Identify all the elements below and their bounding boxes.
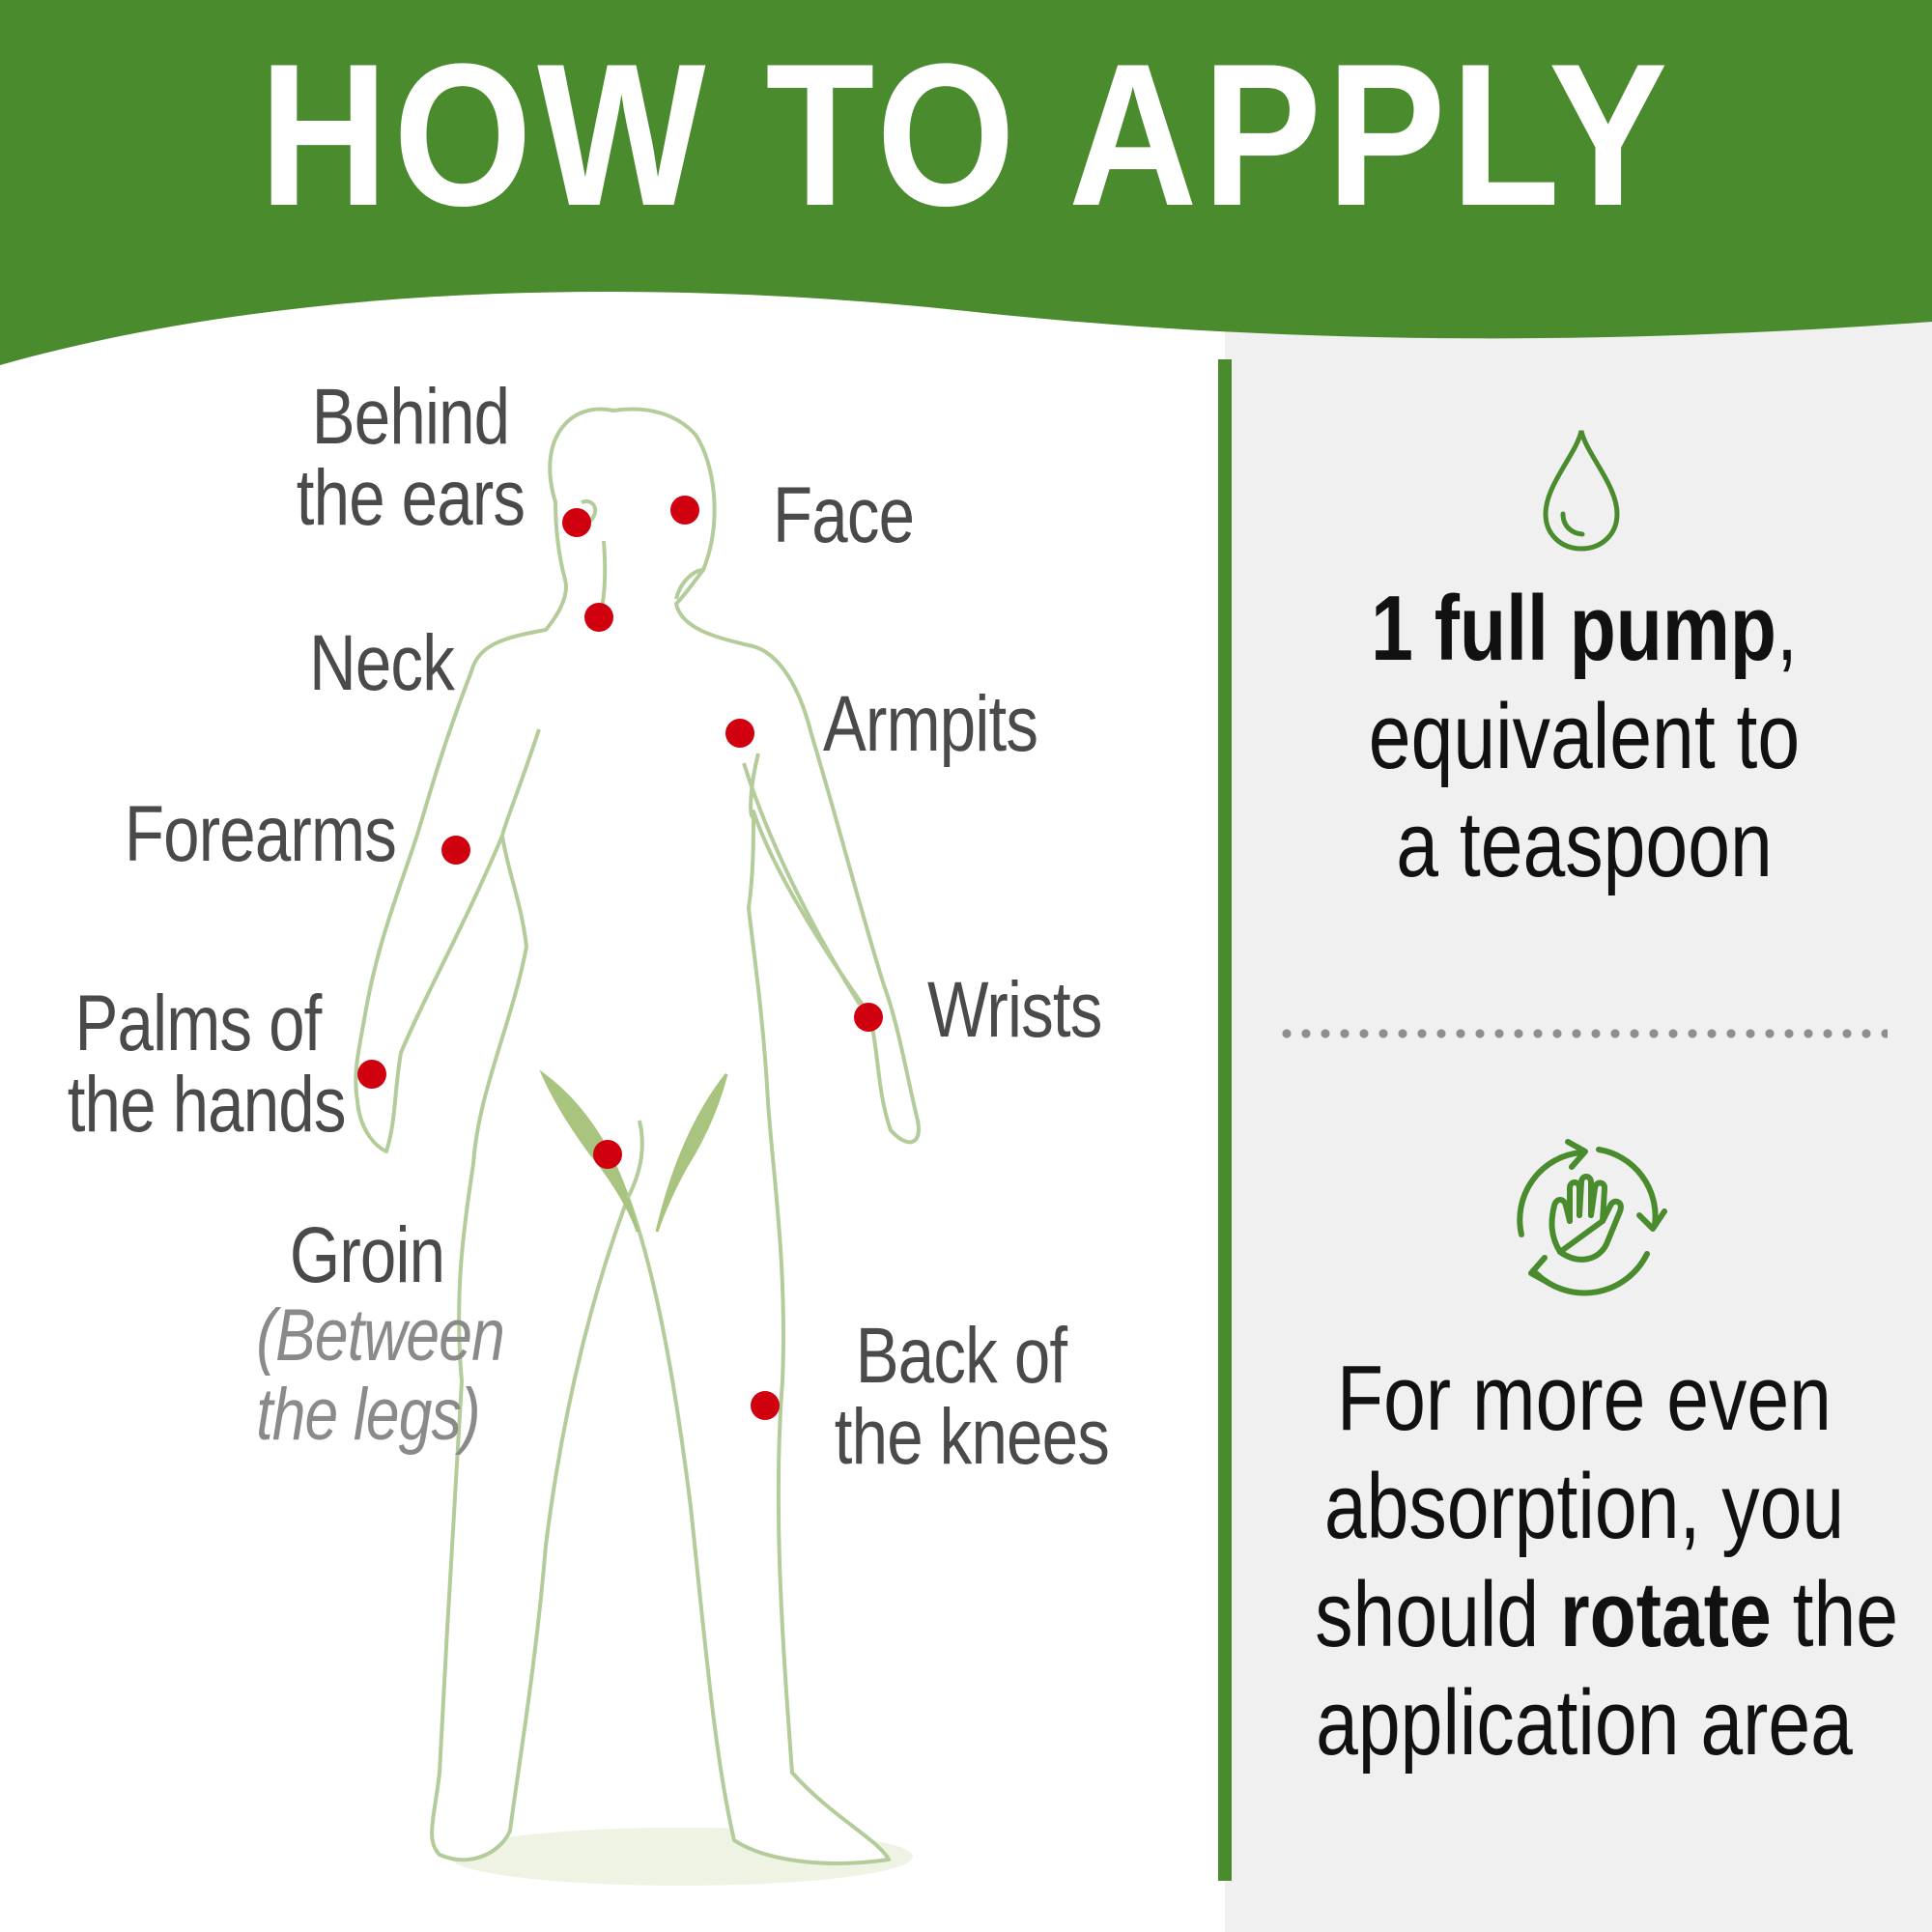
pump-instruction: 1 full pump, equivalent to a teaspoon: [1315, 575, 1854, 899]
torso-line-left: [500, 728, 541, 837]
pump-comma: ,: [1776, 577, 1798, 680]
pump-line-3: a teaspoon: [1396, 793, 1773, 896]
page-title: HOW TO APPLY: [259, 21, 1673, 248]
header-band: [0, 0, 1932, 365]
rotate-line-1: For more even: [1337, 1347, 1832, 1450]
groin-leaf-left: [539, 1069, 639, 1233]
dot-groin: [593, 1140, 622, 1169]
label-wrists: Wrists: [927, 966, 1102, 1054]
dotted-divider: [1277, 1027, 1888, 1040]
label-groin: Groin (Between the legs): [256, 1211, 505, 1456]
rotate-line-2: absorption, you: [1323, 1455, 1845, 1558]
label-groin-note-2: the legs): [256, 1374, 480, 1456]
groin-leaf-right: [655, 1073, 728, 1233]
pump-line-2: equivalent to: [1368, 685, 1801, 788]
arm-inner-right: [742, 762, 862, 1007]
rotate-hand-icon: [1517, 1139, 1667, 1296]
label-palms: Palms of the hands: [67, 980, 347, 1149]
body-outline: [354, 407, 921, 1865]
label-face: Face: [773, 471, 915, 559]
rotate-line-3-pre: should: [1315, 1563, 1561, 1666]
dot-palms: [357, 1060, 386, 1089]
dot-knees: [751, 1391, 780, 1420]
rotate-line-3-post: the: [1771, 1563, 1899, 1666]
leg-split-line: [626, 1120, 644, 1199]
torso-line-right: [749, 753, 760, 819]
dot-neck: [584, 603, 613, 632]
neck-line-right: [674, 568, 704, 600]
body-figure: [354, 407, 921, 1886]
rotate-emphasis: rotate: [1560, 1563, 1772, 1666]
pump-amount: 1 full pump: [1371, 577, 1776, 680]
info-panel: [1225, 290, 1932, 1932]
rotate-line-4: application area: [1316, 1671, 1853, 1775]
label-forearms: Forearms: [124, 790, 397, 878]
ear-detail: [581, 499, 598, 524]
dot-forearms: [441, 836, 470, 865]
dot-behind-ears: [562, 508, 591, 537]
rotate-instruction: For more even absorption, you should rot…: [1315, 1345, 1898, 1777]
panel-divider-bar: [1218, 359, 1232, 1881]
label-knees: Back of the knees: [834, 1312, 1110, 1481]
label-armpits: Armpits: [823, 680, 1038, 768]
dot-face: [670, 496, 699, 525]
label-groin-note-1: (Between: [256, 1294, 505, 1377]
label-neck: Neck: [309, 619, 455, 707]
water-drop-icon: [1543, 430, 1620, 552]
label-behind-ears: Behind the ears: [296, 373, 526, 542]
dot-armpits: [725, 719, 754, 748]
dot-wrists: [854, 1003, 883, 1032]
